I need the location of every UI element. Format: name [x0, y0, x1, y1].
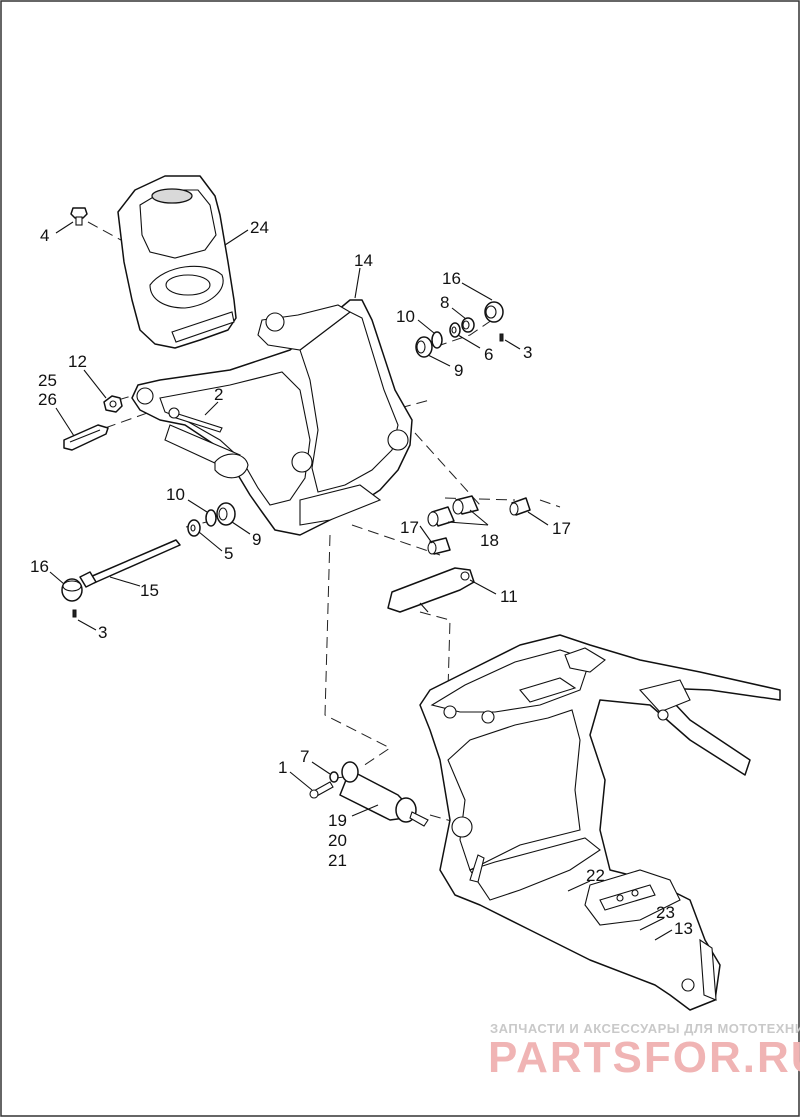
callout-5: 5 [224, 544, 233, 563]
callout-10-lower: 10 [166, 485, 185, 504]
bearing-part-9-lower [216, 502, 236, 526]
callout-16-upper: 16 [442, 269, 461, 288]
callout-11: 11 [500, 587, 518, 606]
callout-26: 26 [38, 390, 57, 409]
ring-part-10-lower [205, 509, 217, 527]
washer-part-5 [187, 519, 201, 537]
callout-13: 13 [674, 919, 693, 938]
watermark-tagline: ЗАПЧАСТИ И АКСЕССУАРЫ ДЛЯ МОТОТЕХНИКИ [490, 1021, 800, 1036]
callout-18: 18 [480, 531, 499, 550]
spacer-part-8 [461, 317, 475, 333]
leader-lines [49, 221, 673, 941]
pin-part-3-upper [499, 333, 504, 342]
callout-25: 25 [38, 371, 57, 390]
front-cover-part-24 [117, 175, 237, 349]
callout-9-upper: 9 [454, 361, 463, 380]
callout-20: 20 [328, 831, 347, 850]
ring-part-10-upper [431, 331, 443, 349]
watermark-logo: PARTSFOR.RU [488, 1033, 800, 1082]
callout-3-lower: 3 [98, 623, 107, 642]
watermark: ЗАПЧАСТИ И АКСЕССУАРЫ ДЛЯ МОТОТЕХНИКИ PA… [488, 1021, 800, 1082]
callout-12: 12 [68, 352, 87, 371]
callout-10-upper: 10 [396, 307, 415, 326]
callout-8: 8 [440, 293, 449, 312]
callout-15: 15 [140, 581, 159, 600]
swingarm-bracket-part-14 [131, 299, 413, 536]
callout-4: 4 [40, 226, 49, 245]
bolt-part-4 [70, 207, 88, 226]
bolt-part-2 [168, 407, 223, 433]
callout-1: 1 [278, 758, 287, 777]
callout-2: 2 [214, 385, 223, 404]
screw-part-1 [309, 781, 334, 799]
bushing-part-17-b [509, 497, 531, 516]
callout-22: 22 [586, 866, 605, 885]
callout-labels: 4 24 14 16 8 10 6 3 9 12 25 26 2 10 9 5 … [30, 218, 693, 938]
axle-bolt-part-15 [79, 539, 181, 588]
callout-17-right: 17 [552, 519, 571, 538]
washer-part-7 [329, 771, 339, 783]
cap-part-16-lower [61, 578, 83, 602]
pin-part-3-lower [72, 609, 77, 618]
callout-21: 21 [328, 851, 347, 870]
bushing-part-18-a [427, 506, 455, 527]
band-part-25-26 [63, 424, 109, 451]
washer-part-6 [449, 322, 461, 338]
callout-7: 7 [300, 747, 309, 766]
callout-19: 19 [328, 811, 347, 830]
main-frame [419, 634, 781, 1011]
callout-3-upper: 3 [523, 343, 532, 362]
callout-16-lower: 16 [30, 557, 49, 576]
nut-part-12 [103, 395, 123, 413]
bushing-part-18-b [452, 495, 479, 515]
callout-6: 6 [484, 345, 493, 364]
cylinder-part-19 [339, 761, 429, 827]
callout-9-lower: 9 [252, 530, 261, 549]
bushing-part-17-a [427, 537, 451, 555]
callout-24: 24 [250, 218, 269, 237]
bushing-part-16-upper [484, 301, 504, 323]
callout-17-left: 17 [400, 518, 419, 537]
callout-14: 14 [354, 251, 373, 270]
callout-23: 23 [656, 903, 675, 922]
bearing-part-9-upper [415, 336, 433, 358]
link-bracket-part-11 [387, 567, 475, 613]
